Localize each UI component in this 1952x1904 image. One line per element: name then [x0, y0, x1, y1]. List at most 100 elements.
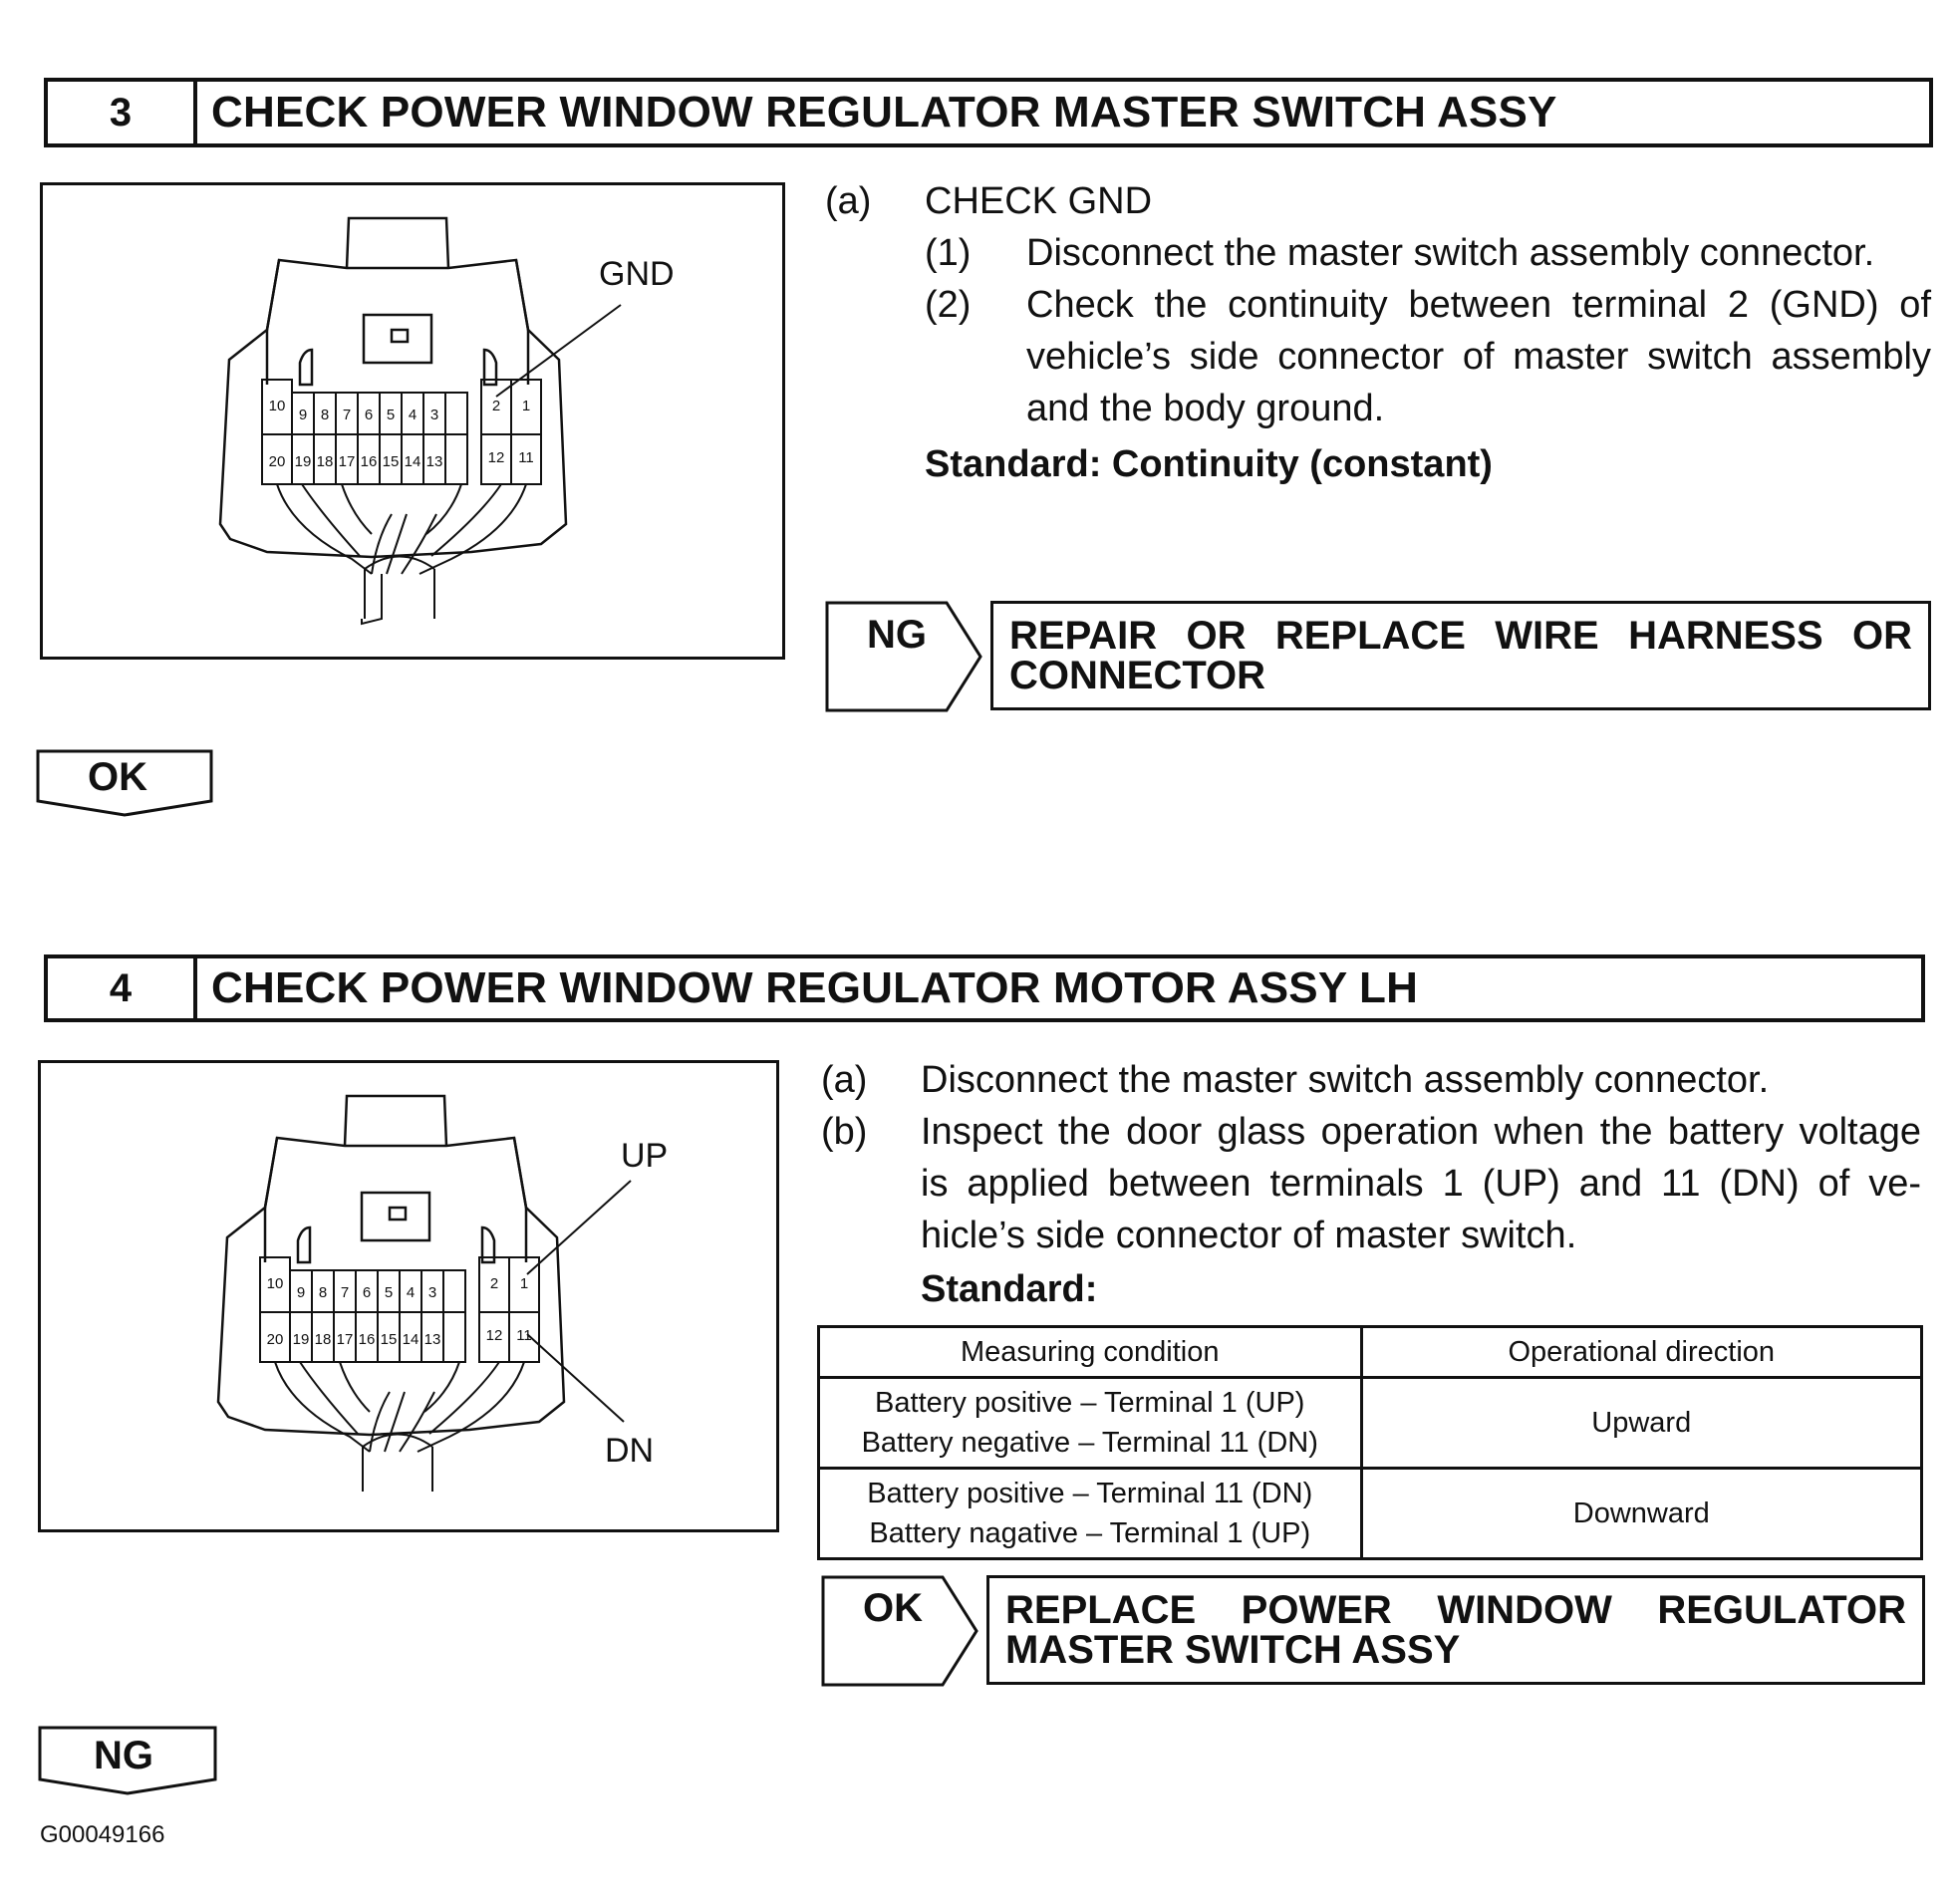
svg-text:19: 19	[295, 453, 312, 470]
section-3-header: 3 CHECK POWER WINDOW REGULATOR MASTER SW…	[44, 78, 1933, 147]
svg-text:4: 4	[409, 407, 417, 423]
section-4-number: 4	[48, 958, 197, 1018]
table-cell-condition: Battery positive – Terminal 1 (UP) Batte…	[817, 1376, 1363, 1470]
svg-text:15: 15	[383, 453, 400, 470]
ng-result-line-1: REPAIR OR REPLACE WIRE HARNESS OR	[1009, 614, 1912, 658]
ng-result-box: REPAIR OR REPLACE WIRE HARNESS OR CONNEC…	[990, 601, 1931, 710]
svg-text:8: 8	[319, 1284, 327, 1301]
step-a-text-4: Disconnect the master switch assembly co…	[921, 1059, 1770, 1101]
section-3-number: 3	[48, 82, 197, 143]
table-header-row: Measuring condition Operational directio…	[817, 1325, 1923, 1379]
ng-arrow-tag	[825, 601, 982, 712]
step-2-line-3: and the body ground.	[1026, 388, 1385, 429]
ng-tag-label: NG	[867, 613, 927, 657]
svg-text:17: 17	[339, 453, 356, 470]
table-header-direction: Operational direction	[1359, 1325, 1923, 1379]
svg-text:6: 6	[365, 407, 373, 423]
step-2-marker: (2)	[925, 284, 972, 326]
step-b-text: Inspect the door glass operation when th…	[921, 1106, 1921, 1261]
step-2-line-2: vehicle’s side connector of master switc…	[1026, 336, 1931, 378]
ok-result-box: REPLACE POWER WINDOW REGULATOR MASTER SW…	[986, 1575, 1925, 1685]
step-2-line-1: Check the continuity between terminal 2 …	[1026, 284, 1931, 326]
svg-text:6: 6	[363, 1284, 371, 1301]
svg-text:4: 4	[407, 1284, 415, 1301]
step-1-text: Disconnect the master switch assembly co…	[1026, 232, 1875, 274]
svg-text:11: 11	[518, 449, 534, 466]
gnd-label: GND	[599, 255, 675, 293]
svg-text:3: 3	[428, 1284, 436, 1301]
table-cell-direction: Downward	[1359, 1467, 1923, 1560]
step-b-line-2: is applied between terminals 1 (UP) and …	[921, 1163, 1921, 1205]
section-3-standard: Standard: Continuity (constant)	[925, 443, 1493, 485]
svg-text:9: 9	[299, 407, 307, 423]
svg-text:2: 2	[490, 1275, 498, 1292]
svg-text:1: 1	[520, 1275, 528, 1292]
condition-line: Battery nagative – Terminal 1 (UP)	[869, 1517, 1311, 1549]
ok-down-tag	[36, 749, 213, 817]
ng-down-tag-label: NG	[94, 1734, 153, 1777]
table-row: Battery positive – Terminal 1 (UP) Batte…	[817, 1376, 1923, 1470]
table-cell-direction: Upward	[1359, 1376, 1923, 1470]
svg-text:17: 17	[337, 1331, 354, 1348]
section-3-title: CHECK POWER WINDOW REGULATOR MASTER SWIT…	[211, 88, 1557, 136]
dn-label: DN	[605, 1432, 654, 1470]
condition-line: Battery negative – Terminal 11 (DN)	[861, 1427, 1318, 1459]
ok-arrow-tag-label: OK	[863, 1586, 923, 1630]
section-4-title: CHECK POWER WINDOW REGULATOR MOTOR ASSY …	[211, 963, 1419, 1012]
svg-text:10: 10	[267, 1275, 284, 1292]
svg-text:3: 3	[430, 407, 438, 423]
step-b-line-3: hicle’s side connector of master switch.	[921, 1215, 1577, 1256]
ok-arrow-tag	[821, 1575, 978, 1687]
step-b-line-1: Inspect the door glass operation when th…	[921, 1111, 1921, 1153]
step-a-marker: (a)	[825, 180, 872, 222]
step-b-marker: (b)	[821, 1111, 868, 1153]
svg-text:9: 9	[297, 1284, 305, 1301]
ng-down-tag	[38, 1726, 217, 1795]
svg-text:1: 1	[522, 398, 530, 414]
svg-text:20: 20	[267, 1331, 284, 1348]
svg-text:13: 13	[424, 1331, 441, 1348]
step-a-text: CHECK GND	[925, 180, 1153, 222]
svg-text:18: 18	[317, 453, 334, 470]
svg-text:16: 16	[361, 453, 378, 470]
step-2-text: Check the continuity between terminal 2 …	[1026, 279, 1931, 434]
svg-text:7: 7	[343, 407, 351, 423]
svg-text:15: 15	[381, 1331, 398, 1348]
svg-text:8: 8	[321, 407, 329, 423]
section-4-header: 4 CHECK POWER WINDOW REGULATOR MOTOR ASS…	[44, 954, 1925, 1022]
table-row: Battery positive – Terminal 11 (DN) Batt…	[817, 1467, 1923, 1560]
svg-text:5: 5	[385, 1284, 393, 1301]
svg-text:12: 12	[486, 1327, 503, 1344]
svg-text:7: 7	[341, 1284, 349, 1301]
svg-text:16: 16	[359, 1331, 376, 1348]
svg-text:2: 2	[492, 398, 500, 414]
ng-result-line-2: CONNECTOR	[1009, 654, 1266, 697]
table-cell-condition: Battery positive – Terminal 11 (DN) Batt…	[817, 1467, 1363, 1560]
svg-text:18: 18	[315, 1331, 332, 1348]
standard-table: Measuring condition Operational directio…	[817, 1325, 1923, 1560]
ok-result-line-1: REPLACE POWER WINDOW REGULATOR	[1005, 1588, 1906, 1632]
condition-line: Battery positive – Terminal 11 (DN)	[867, 1478, 1313, 1509]
svg-text:20: 20	[269, 453, 286, 470]
svg-text:12: 12	[488, 449, 505, 466]
ok-tag-label: OK	[88, 755, 147, 799]
condition-line: Battery positive – Terminal 1 (UP)	[875, 1387, 1305, 1419]
svg-text:10: 10	[269, 398, 286, 414]
svg-text:14: 14	[405, 453, 421, 470]
up-label: UP	[621, 1137, 668, 1175]
svg-text:13: 13	[426, 453, 443, 470]
svg-text:14: 14	[403, 1331, 419, 1348]
step-a-marker-4: (a)	[821, 1059, 868, 1101]
table-header-condition: Measuring condition	[817, 1325, 1363, 1379]
svg-text:11: 11	[516, 1327, 532, 1344]
section-4-standard: Standard:	[921, 1268, 1098, 1310]
svg-text:5: 5	[387, 407, 395, 423]
ok-result-line-2: MASTER SWITCH ASSY	[1005, 1628, 1461, 1672]
figure-code: G00049166	[40, 1821, 165, 1848]
svg-text:19: 19	[293, 1331, 310, 1348]
step-1-marker: (1)	[925, 232, 972, 274]
